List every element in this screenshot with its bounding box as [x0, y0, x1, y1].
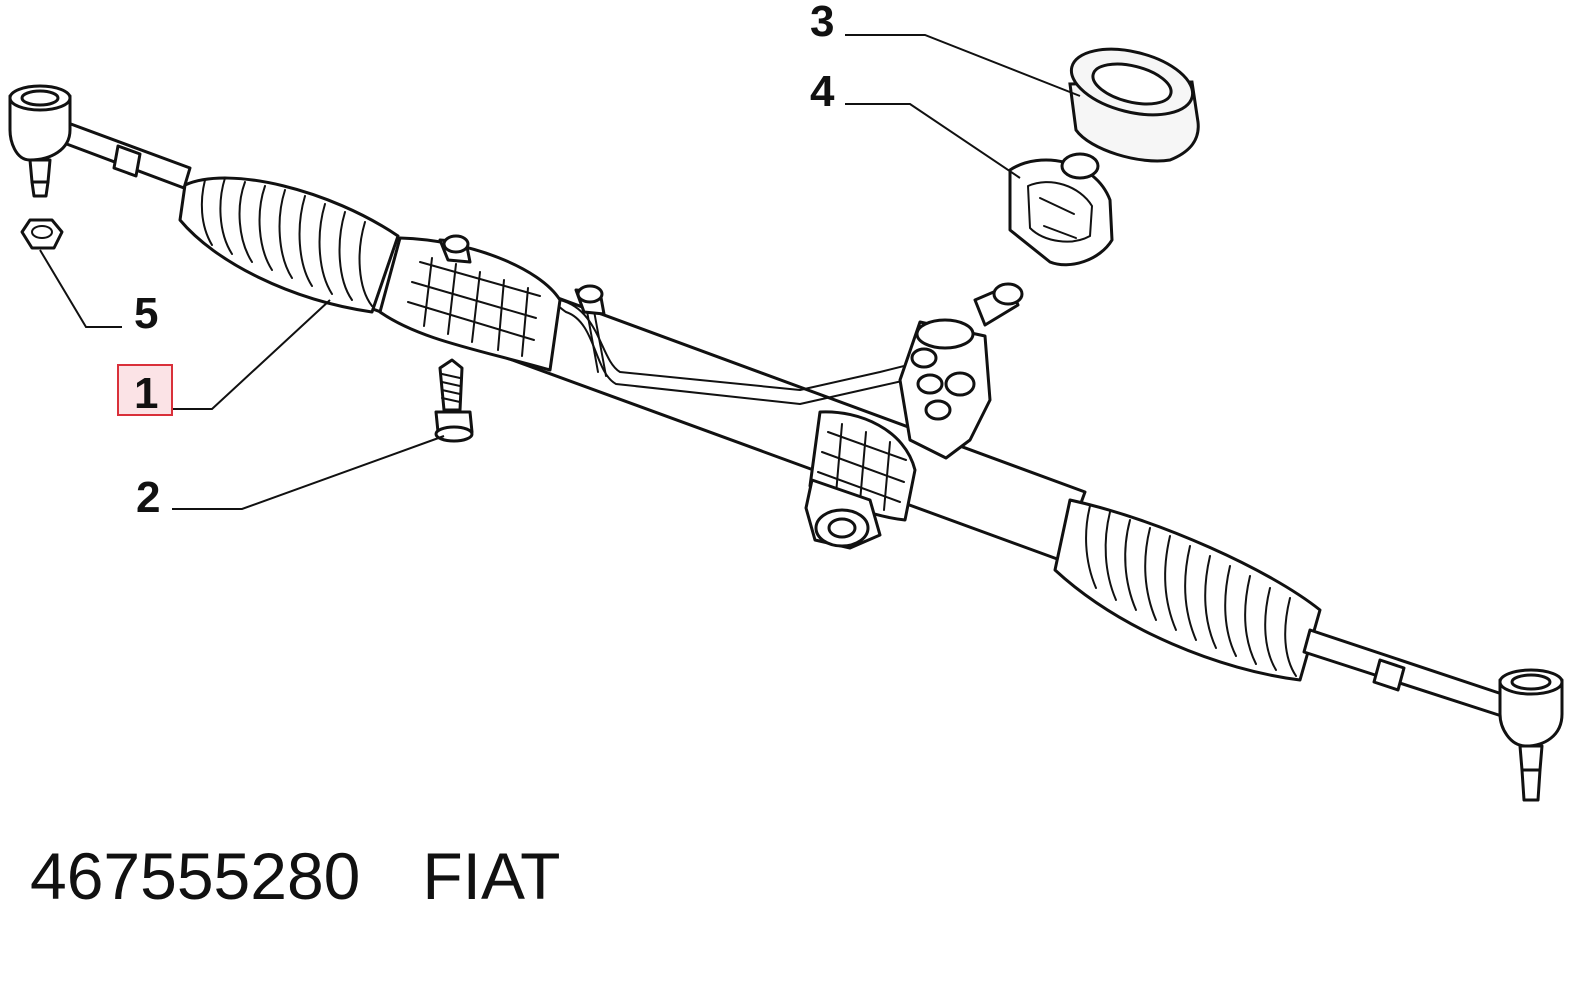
port-fitting-2	[916, 373, 944, 395]
callout-4-label: 4	[810, 67, 835, 116]
tie-rod-end-right	[1498, 668, 1564, 802]
pinion-boss-top	[915, 318, 975, 350]
leader-line-4	[845, 103, 1021, 179]
callout-2-label: 2	[136, 473, 160, 522]
leader-line-2	[172, 435, 445, 510]
brand-name: FIAT	[422, 839, 561, 913]
leader-line-3	[845, 34, 1081, 97]
part-5-nut	[20, 218, 64, 250]
housing-fitting-left	[438, 234, 472, 264]
port-fitting-1	[910, 347, 938, 369]
cylinder-grid-left	[407, 257, 541, 357]
callout-1-highlight	[117, 364, 173, 416]
housing-fitting-mid	[574, 284, 606, 316]
callout-5-label: 5	[134, 289, 158, 338]
callout-3-label: 3	[810, 0, 834, 46]
leader-line-1	[172, 299, 331, 410]
input-shaft-end	[992, 282, 1024, 306]
port-fitting-3	[944, 371, 976, 397]
steering-rack-assembly	[8, 84, 1564, 802]
tie-rod-right	[1302, 628, 1522, 722]
tie-rod-end-left	[8, 84, 72, 198]
tie-rod-left-nut	[112, 144, 142, 178]
leader-line-5	[39, 249, 122, 328]
bellows-boot-right	[1053, 498, 1322, 682]
part-2-bolt	[434, 358, 474, 443]
tie-rod-right-nut	[1372, 658, 1406, 692]
part-3-bushing-ring	[1068, 47, 1200, 163]
mount-bushing-bore	[827, 517, 857, 539]
port-fitting-4	[924, 399, 952, 421]
bellows-boot-left	[178, 176, 400, 314]
part-4-bracket	[1008, 152, 1114, 267]
part-number: 467555280	[30, 839, 361, 913]
part-caption: 467555280 FIAT	[30, 838, 560, 914]
valve-grid-center	[817, 423, 907, 511]
callout-1-label: 1	[134, 369, 158, 418]
